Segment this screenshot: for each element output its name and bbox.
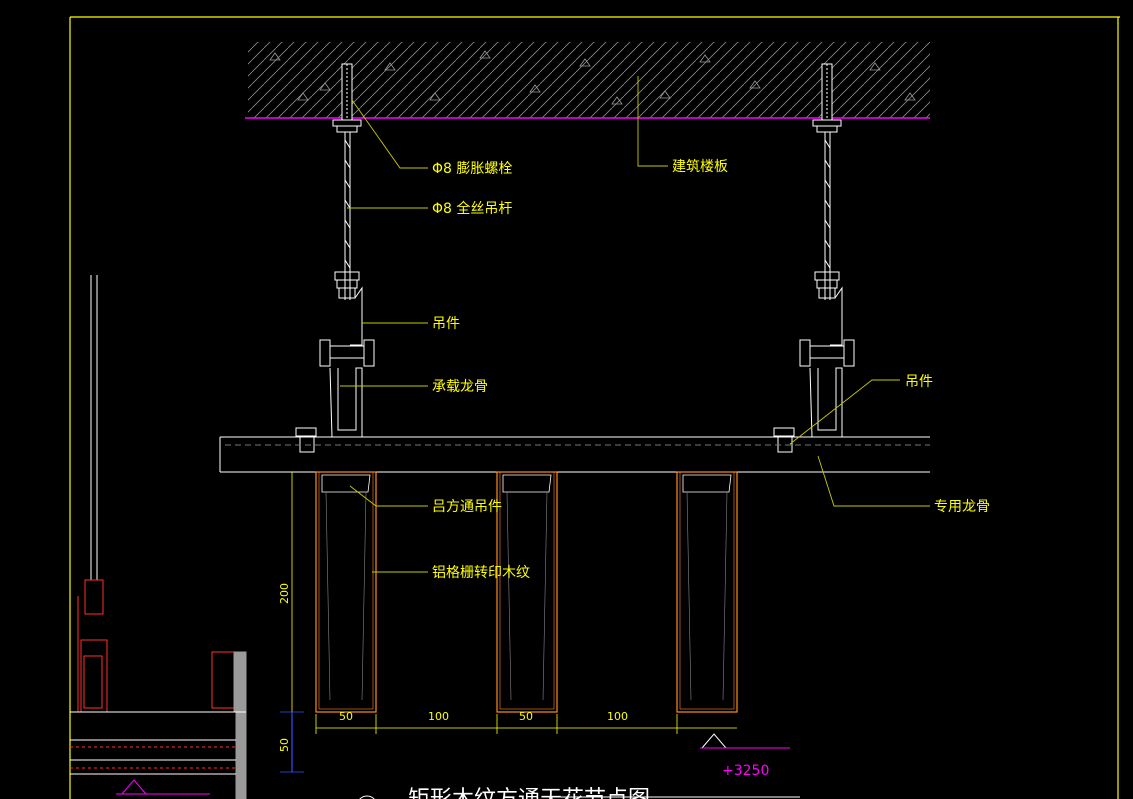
label-main-runner: 承载龙骨 xyxy=(432,379,488,395)
label-special-keel: 专用龙骨 xyxy=(934,499,990,515)
leader-lines xyxy=(340,76,930,573)
label-building-slab: 建筑楼板 xyxy=(672,159,728,175)
drawing-title: 矩形木纹方通天花节点图 xyxy=(359,787,800,799)
label-square-tube-hanger: 吕方通吊件 xyxy=(432,499,502,515)
elevation-marker: +3250 xyxy=(700,733,790,779)
callout-labels: Φ8 膨胀螺栓 Φ8 全丝吊杆 吊件 承载龙骨 建筑楼板 吊件 吕方通吊件 铝格… xyxy=(432,159,990,581)
special-keel-beam xyxy=(219,436,930,473)
hanger-assembly-right xyxy=(773,63,855,453)
dim-gap-2: 100 xyxy=(607,710,628,723)
concrete-slab xyxy=(245,42,930,119)
grille-tube-3 xyxy=(676,471,738,713)
dimension-texts: 200 50 50 100 50 100 xyxy=(278,583,628,752)
label-hanger-left: 吊件 xyxy=(432,316,460,332)
label-hanger-right: 吊件 xyxy=(905,374,933,390)
label-expansion-bolt: Φ8 膨胀螺栓 xyxy=(432,160,512,177)
dim-width-1: 50 xyxy=(339,710,353,723)
dim-gap-1: 100 xyxy=(428,710,449,723)
drawing-frame xyxy=(69,16,1120,799)
label-aluminum-grille: 铝格栅转印木纹 xyxy=(432,565,530,581)
drawing-title-text: 矩形木纹方通天花节点图 xyxy=(408,787,650,799)
dim-grille-height: 200 xyxy=(278,583,291,604)
label-threaded-rod: Φ8 全丝吊杆 xyxy=(432,200,512,217)
hanger-assembly-left xyxy=(295,63,375,453)
grille-tube-2 xyxy=(496,471,558,713)
dim-width-2: 50 xyxy=(519,710,533,723)
wall-detail-left xyxy=(70,275,247,799)
dim-base-height: 50 xyxy=(278,738,291,752)
aluminum-grille xyxy=(315,471,738,713)
grille-tube-1 xyxy=(315,471,377,713)
elevation-value: +3250 xyxy=(722,763,769,779)
dimension-lines xyxy=(280,472,737,773)
